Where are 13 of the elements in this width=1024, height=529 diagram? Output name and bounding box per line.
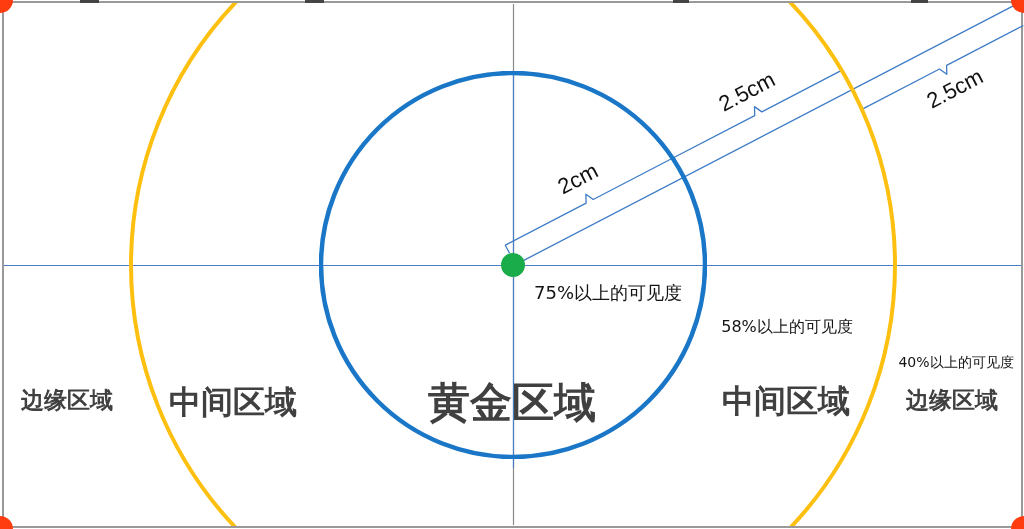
- dimension-label: 2cm: [554, 159, 602, 199]
- zone-label: 中间区域: [722, 385, 850, 417]
- dimension-label: 2.5cm: [715, 67, 779, 116]
- zone-ring: [319, 71, 707, 459]
- zone-label: 边缘区域: [21, 388, 113, 412]
- visibility-label: 75%以上的可见度: [534, 284, 682, 302]
- visibility-label: 40%以上的可见度: [898, 355, 1014, 369]
- zone-label: 黄金区域: [428, 382, 596, 424]
- zone-label: 中间区域: [169, 386, 297, 418]
- zone-ring: [128, 3, 899, 526]
- zone-label: 边缘区域: [906, 388, 998, 412]
- dimension-label: 2.5cm: [922, 65, 987, 113]
- visibility-label: 58%以上的可见度: [721, 319, 853, 335]
